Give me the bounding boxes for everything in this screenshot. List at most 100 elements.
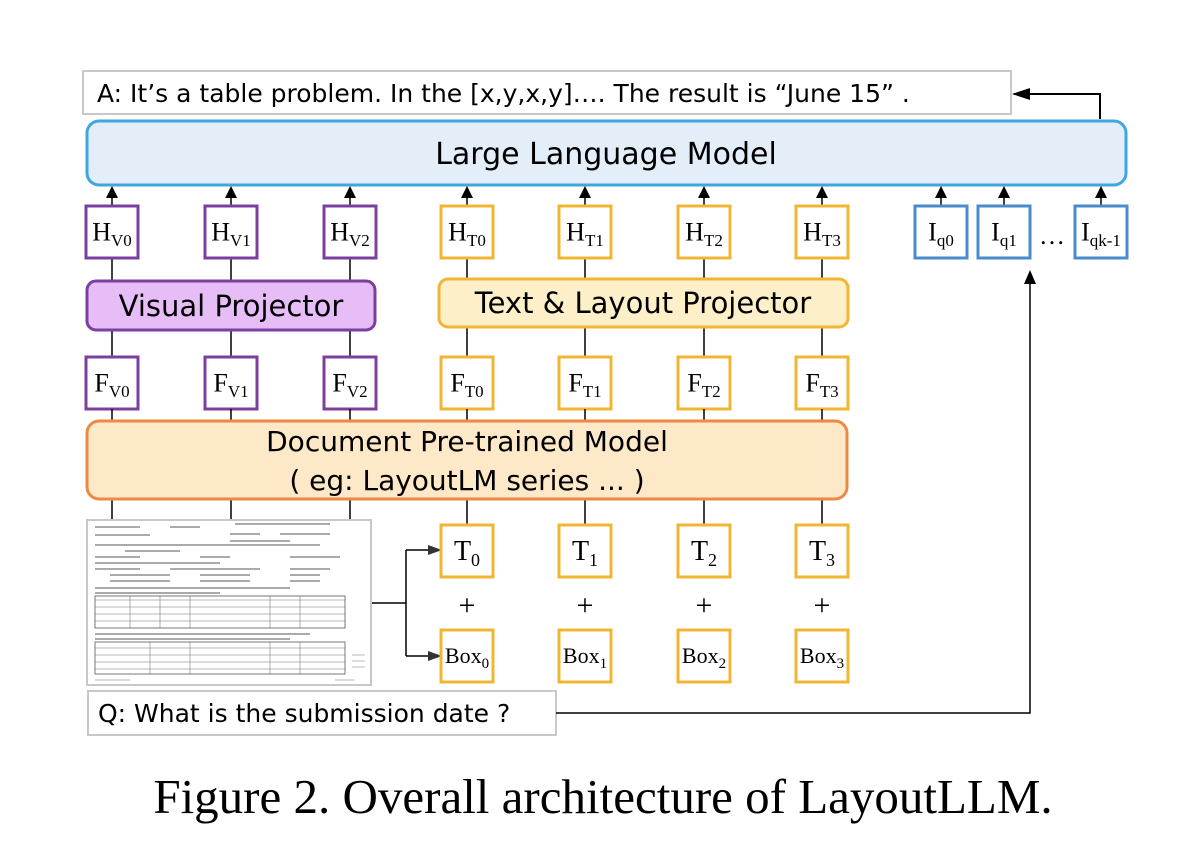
f-token-t0-box (439, 355, 495, 411)
plus-sign-3: + (814, 589, 831, 622)
box-token-2: Box2 (676, 628, 732, 684)
llm-label: Large Language Model (435, 137, 777, 172)
instruction-token-row: Iq0 Iq1 Iqk-1 (913, 204, 1129, 260)
box-token-3-box (794, 628, 850, 684)
visual-projector-label: Visual Projector (119, 289, 344, 323)
h-token-v1: HV1 (203, 204, 259, 260)
text-token-1-label: T1 (572, 536, 598, 570)
f-token-t2-label: FT2 (687, 368, 720, 401)
h-token-v1-label: HV1 (211, 217, 251, 250)
visual-projector (85, 279, 377, 332)
llm-arrow-3 (461, 186, 473, 206)
document-pretrained-model (85, 419, 849, 501)
f-token-t3-box (794, 355, 850, 411)
llm-arrow-5 (698, 186, 710, 206)
question-box (87, 690, 557, 736)
h-token-t2-label: HT2 (685, 217, 723, 250)
question-arrowhead (1024, 270, 1036, 284)
question-text: Q: What is the submission date ? (98, 699, 510, 728)
instruction-ellipsis: … (1039, 221, 1065, 250)
h-token-t3-label: HT3 (803, 217, 841, 250)
doc-to-token-arrows (372, 545, 442, 661)
text-token-2: T2 (676, 523, 732, 579)
text-token-1: T1 (557, 523, 613, 579)
text-token-row: T0 T1 T2 T3 (439, 523, 850, 579)
h-token-v0-box (84, 204, 140, 260)
f-token-v0-box (84, 355, 140, 411)
text-token-1-box (557, 523, 613, 579)
figure-caption: Figure 2. Overall architecture of Layout… (153, 769, 1052, 824)
text-token-2-box (676, 523, 732, 579)
box-token-0-box (439, 628, 495, 684)
h-token-v2-label: HV2 (330, 217, 370, 250)
h-token-t3: HT3 (794, 204, 850, 260)
h-token-v0-label: HV0 (92, 217, 132, 250)
answer-arrow (1014, 93, 1101, 119)
plus-row: ++++ (459, 589, 831, 622)
box-token-3-label: Box3 (800, 643, 844, 672)
f-token-v2: FV2 (322, 355, 378, 411)
box-token-0-label: Box0 (445, 643, 489, 672)
llm-arrow-6 (816, 186, 828, 206)
h-token-t0-label: HT0 (448, 217, 486, 250)
text-token-0: T0 (439, 523, 495, 579)
text-token-0-label: T0 (454, 536, 480, 570)
instruction-token-1-box (976, 204, 1032, 260)
llm-block (85, 119, 1128, 187)
f-token-t2-box (676, 355, 732, 411)
instruction-token-0-box (913, 204, 969, 260)
box-token-2-label: Box2 (682, 643, 726, 672)
plus-sign-2: + (696, 589, 713, 622)
h-token-t0: HT0 (439, 204, 495, 260)
box-token-2-box (676, 628, 732, 684)
llm-arrow-9 (1095, 186, 1107, 206)
h-token-v2-box (322, 204, 378, 260)
instruction-token-2: Iqk-1 (1073, 204, 1129, 260)
text-token-3: T3 (794, 523, 850, 579)
box-token-1-label: Box1 (563, 643, 607, 672)
f-token-t1: FT1 (557, 355, 613, 411)
instruction-token-0-label: Iq0 (928, 217, 954, 250)
llm-arrow-0 (106, 186, 118, 206)
instruction-token-1: Iq1 (976, 204, 1032, 260)
instruction-token-2-label: Iqk-1 (1081, 217, 1121, 250)
plus-sign-1: + (577, 589, 594, 622)
f-token-t0-label: FT0 (450, 368, 483, 401)
box-token-3: Box3 (794, 628, 850, 684)
h-token-t2: HT2 (676, 204, 732, 260)
llm-input-arrows (106, 186, 1107, 357)
instruction-token-2-box (1073, 204, 1129, 260)
box-token-0: Box0 (439, 628, 495, 684)
box-token-1: Box1 (557, 628, 613, 684)
f-token-t3-label: FT3 (805, 368, 838, 401)
f-token-t2: FT2 (676, 355, 732, 411)
h-token-t3-box (794, 204, 850, 260)
h-token-v0: HV0 (84, 204, 140, 260)
f-token-v1-label: FV1 (213, 368, 248, 401)
f-token-v1: FV1 (203, 355, 259, 411)
text-layout-projector-label: Text & Layout Projector (474, 286, 811, 320)
question-arrow (556, 282, 1031, 714)
f-token-t1-box (557, 355, 613, 411)
document-image-thumbnail (86, 519, 372, 686)
hidden-token-row: HV0 HV1 HV2 HT0 HT1 HT2 HT3 (84, 204, 850, 260)
box-token-1-box (557, 628, 613, 684)
text-token-0-box (439, 523, 495, 579)
h-token-t1: HT1 (557, 204, 613, 260)
text-token-3-box (794, 523, 850, 579)
dpm-label-line1: Document Pre-trained Model (266, 425, 668, 458)
llm-arrow-4 (579, 186, 591, 206)
h-token-t1-box (557, 204, 613, 260)
text-token-3-label: T3 (809, 536, 835, 570)
llm-arrow-7 (935, 186, 947, 206)
text-layout-projector (437, 277, 850, 329)
f-token-t0: FT0 (439, 355, 495, 411)
h-token-v1-box (203, 204, 259, 260)
dpm-label-line2: ( eg: LayoutLM series ... ) (289, 464, 644, 497)
h-token-t0-box (439, 204, 495, 260)
f-token-t3: FT3 (794, 355, 850, 411)
h-token-t2-box (676, 204, 732, 260)
h-token-v2: HV2 (322, 204, 378, 260)
